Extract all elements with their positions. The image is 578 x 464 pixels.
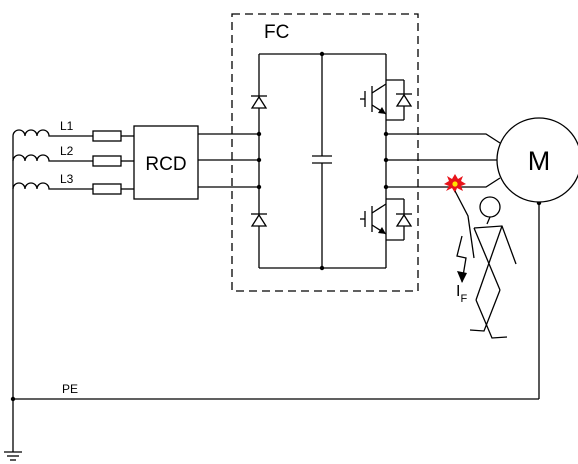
junction-dots [10,51,542,402]
phase-label-l2: L2 [60,144,74,158]
pe-conductor [13,202,540,400]
person-figure [454,190,517,339]
earth-symbol-icon [4,451,22,461]
input-lines [198,133,259,188]
rcd-label: RCD [145,154,186,175]
rectifier-diode-bottom [250,213,268,227]
output-lines [386,133,501,188]
fc-enclosure [231,13,419,292]
fault-current-label: IF [456,283,467,305]
fuses [92,130,134,195]
phase-label-l3: L3 [60,172,74,186]
rectifier-diode-top [250,95,268,109]
fault-current-arrow [456,235,467,283]
phase-label-l1: L1 [60,119,74,133]
fc-label: FC [264,22,289,43]
igbt-upper [360,79,413,121]
pe-label: PE [62,382,78,396]
supply-coils [12,129,93,452]
dc-link-capacitor [312,54,332,268]
fault-spark-icon [444,174,466,193]
motor-label: M [528,146,551,176]
igbt-lower [360,198,413,241]
rcd-box [133,125,199,200]
